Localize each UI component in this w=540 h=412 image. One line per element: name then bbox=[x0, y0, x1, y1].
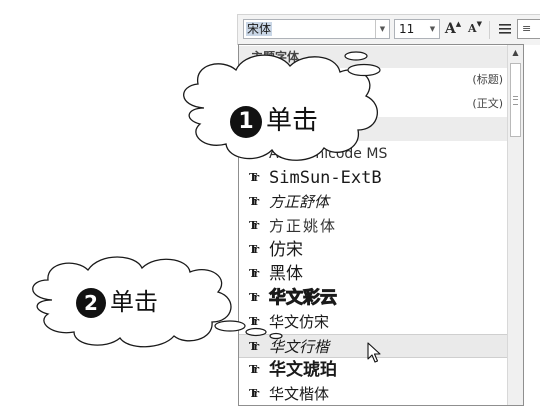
scroll-up-arrow-icon[interactable]: ▲ bbox=[512, 48, 519, 57]
style-gallery-partial[interactable]: ≡ bbox=[517, 19, 540, 39]
font-size-dropdown-arrow-icon[interactable]: ▼ bbox=[426, 20, 439, 38]
font-name-value[interactable]: 宋体 bbox=[246, 22, 273, 36]
style-gallery-partial-label: ≡ bbox=[522, 22, 532, 35]
font-list-item-label: 华文行楷 bbox=[269, 338, 330, 356]
font-list-item-label: SimSun-ExtB bbox=[269, 168, 382, 188]
font-list-item-tag: (正文) bbox=[472, 97, 503, 110]
font-list-item-label: 华文仿宋 bbox=[269, 313, 330, 331]
callout-label: 单击 bbox=[266, 106, 319, 136]
step-number-badge: 1 bbox=[230, 106, 262, 138]
font-list-item-label: 仿宋 bbox=[269, 240, 303, 260]
cloud-bubble-icon bbox=[32, 256, 283, 348]
font-size-value[interactable]: 11 bbox=[399, 22, 415, 36]
truetype-font-icon: Tr bbox=[249, 387, 259, 400]
font-list-item[interactable]: Tr SimSun-ExtB bbox=[239, 166, 507, 190]
truetype-font-icon: Tr bbox=[249, 171, 259, 184]
font-list-item-label: 方正舒体 bbox=[269, 193, 330, 211]
font-list-item-label: 华文楷体 bbox=[269, 385, 330, 403]
grow-font-button[interactable]: A▲ bbox=[444, 19, 462, 37]
callout-step-2: 2 单击 bbox=[24, 252, 284, 352]
truetype-font-icon: Tr bbox=[249, 363, 259, 376]
font-list-item-tag: (标题) bbox=[472, 73, 503, 86]
cloud-bubble-icon bbox=[183, 51, 381, 161]
truetype-font-icon: Tr bbox=[249, 340, 259, 353]
truetype-font-icon: Tr bbox=[249, 267, 259, 280]
callout-step-1: 1 单击 bbox=[178, 50, 388, 166]
truetype-font-icon: Tr bbox=[249, 243, 259, 256]
toolbar-separator bbox=[489, 21, 490, 39]
scroll-thumb[interactable] bbox=[510, 63, 521, 137]
font-list-item[interactable]: Tr 方正姚体 bbox=[239, 214, 507, 238]
font-list-scrollbar[interactable]: ▲ bbox=[507, 45, 523, 405]
font-toolbar: 宋体 ▼ 11 ▼ A▲ A▼ ≡ bbox=[237, 14, 540, 45]
callout-label: 单击 bbox=[110, 288, 158, 316]
font-name-combobox[interactable]: 宋体 ▼ bbox=[243, 19, 390, 39]
truetype-font-icon: Tr bbox=[249, 315, 259, 328]
truetype-font-icon: Tr bbox=[249, 291, 259, 304]
truetype-font-icon: Tr bbox=[249, 195, 259, 208]
font-list-item[interactable]: Tr 华文楷体 bbox=[239, 382, 507, 405]
font-list-item[interactable]: Tr 方正舒体 bbox=[239, 190, 507, 214]
font-list-item[interactable]: Tr 黑体 bbox=[239, 262, 507, 286]
font-list-item-label: 华文彩云 bbox=[269, 288, 338, 309]
mouse-pointer-icon bbox=[367, 342, 381, 363]
font-list-item[interactable]: Tr 仿宋 bbox=[239, 238, 507, 262]
shrink-font-icon: A bbox=[468, 22, 477, 35]
scroll-grip-icon bbox=[513, 96, 518, 105]
font-name-dropdown-arrow-icon[interactable]: ▼ bbox=[375, 20, 389, 38]
font-list-item[interactable]: Tr 华文仿宋 bbox=[239, 310, 507, 334]
shrink-font-button[interactable]: A▼ bbox=[468, 19, 482, 35]
align-left-icon[interactable] bbox=[499, 24, 511, 34]
font-list-item[interactable]: Tr 华文彩云 bbox=[239, 286, 507, 310]
font-size-combobox[interactable]: 11 ▼ bbox=[394, 19, 440, 39]
grow-font-icon: A bbox=[444, 21, 456, 37]
font-list-item-label: 黑体 bbox=[269, 264, 303, 284]
step-number-badge: 2 bbox=[76, 288, 106, 318]
truetype-font-icon: Tr bbox=[249, 219, 259, 232]
font-list-item-label: 华文琥珀 bbox=[269, 360, 337, 380]
font-list-item-hovered[interactable]: Tr 华文行楷 bbox=[239, 334, 507, 358]
font-list-item-label: 方正姚体 bbox=[269, 217, 338, 235]
font-list-item[interactable]: Tr 华文琥珀 bbox=[239, 358, 507, 382]
